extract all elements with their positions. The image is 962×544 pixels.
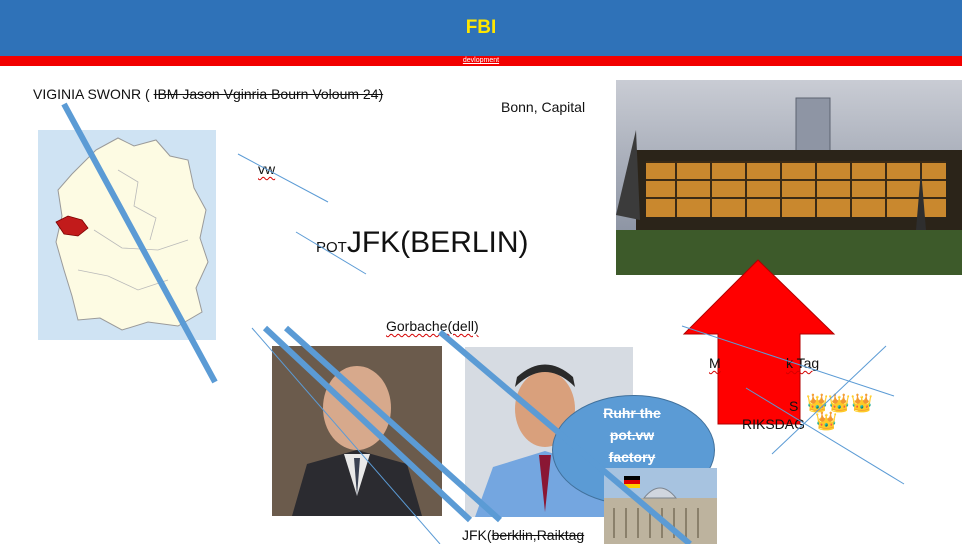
bundestag-bonn-image	[616, 80, 962, 275]
virginia-prefix: VIGINIA SWONR (	[33, 86, 154, 102]
bubble-line-3: factory	[608, 449, 656, 465]
thin-stroke-vw	[237, 153, 329, 203]
vw-label: vw	[258, 161, 276, 177]
germany-map-image	[38, 130, 216, 340]
bubble-line-2: pot.vw	[609, 427, 655, 443]
gorbachev-portrait-image	[272, 346, 442, 516]
gorbache-label: Gorbache(dell)	[386, 318, 479, 334]
jfk-bottom-prefix: JFK(	[462, 527, 492, 543]
reichstag-image	[604, 468, 717, 544]
slide-title: FBI	[465, 17, 497, 38]
pot-label: POT	[316, 239, 347, 256]
red-strip	[0, 56, 962, 66]
title-bar	[0, 0, 962, 56]
jfk-bottom-label: JFK(berklin,Raiktag	[462, 527, 584, 543]
virginia-struck-text: IBM Jason Vginria Bourn Voloum 24)	[153, 86, 384, 102]
mark-tag-m: M	[709, 355, 721, 371]
riksdag-s-label: S	[789, 398, 799, 414]
mark-tag-rest: k Tag	[786, 355, 820, 371]
pot-jfk-heading: POTJFK(BERLIN)	[316, 226, 529, 260]
jfk-bottom-struck: berklin,Raiktag	[491, 527, 585, 543]
riksdag-label: RIKSDAG	[742, 416, 806, 432]
crown-icon: 👑	[815, 411, 838, 431]
bubble-line-1: Ruhr the	[603, 405, 661, 421]
jfk-berlin-label: JFK(BERLIN)	[346, 226, 529, 259]
german-flag-icon	[624, 476, 640, 480]
bonn-capital-label: Bonn, Capital	[501, 99, 586, 115]
virginia-label: VIGINIA SWONR ( IBM Jason Vginria Bourn …	[33, 86, 383, 102]
ruhr-bubble-text: Ruhr the pot.vw factory	[582, 402, 682, 468]
slide-subtitle: devlopment	[462, 57, 500, 64]
